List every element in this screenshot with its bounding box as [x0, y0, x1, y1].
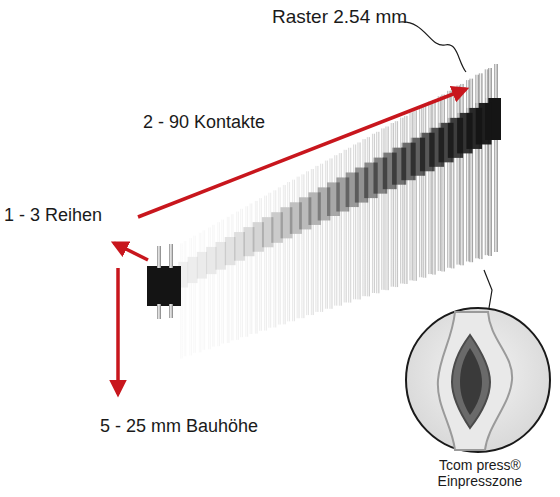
contact — [188, 236, 198, 356]
contact — [243, 203, 254, 336]
contact — [197, 230, 207, 352]
dimension-label: 1 - 3 Reihen — [4, 205, 102, 226]
dimension-arrow — [114, 243, 148, 260]
contact — [253, 198, 264, 334]
header-body — [147, 266, 181, 306]
detail-magnifier — [406, 308, 550, 452]
contact — [373, 128, 387, 293]
contact — [290, 177, 302, 322]
contact — [364, 134, 378, 297]
pin — [169, 244, 173, 268]
pin — [157, 246, 161, 268]
contact — [383, 123, 397, 290]
contact — [308, 166, 320, 315]
contact — [392, 118, 406, 287]
contact — [234, 209, 245, 340]
dimension-arrow — [138, 89, 466, 217]
contact — [420, 102, 435, 278]
callout-label: Tcom press® Einpresszone — [418, 457, 542, 489]
contact — [411, 107, 425, 281]
contact — [476, 69, 492, 259]
contact — [215, 220, 226, 346]
contact — [448, 85, 463, 268]
dimension-arrow — [116, 268, 120, 394]
contact — [466, 75, 482, 262]
contact — [281, 182, 293, 324]
dimension-label: 5 - 25 mm Bauhöhe — [100, 416, 258, 437]
contact — [206, 225, 216, 349]
contact — [318, 161, 331, 312]
contact — [225, 214, 236, 343]
leader-line — [484, 270, 492, 308]
pin — [157, 304, 161, 319]
contact — [457, 80, 472, 265]
contact — [355, 139, 368, 299]
dimension-label: 2 - 90 Kontakte — [143, 112, 265, 133]
contact — [401, 112, 415, 284]
dimension-label: Raster 2.54 mm — [272, 6, 407, 28]
contact — [429, 96, 444, 274]
leader-line — [400, 22, 466, 72]
contact — [485, 64, 501, 256]
pin — [169, 304, 173, 318]
contact — [262, 193, 273, 331]
contact — [346, 144, 359, 302]
front-header — [147, 244, 181, 319]
contact — [327, 155, 340, 309]
contact — [299, 171, 311, 318]
contact — [271, 187, 283, 327]
contact — [439, 91, 454, 272]
contact — [336, 150, 349, 306]
